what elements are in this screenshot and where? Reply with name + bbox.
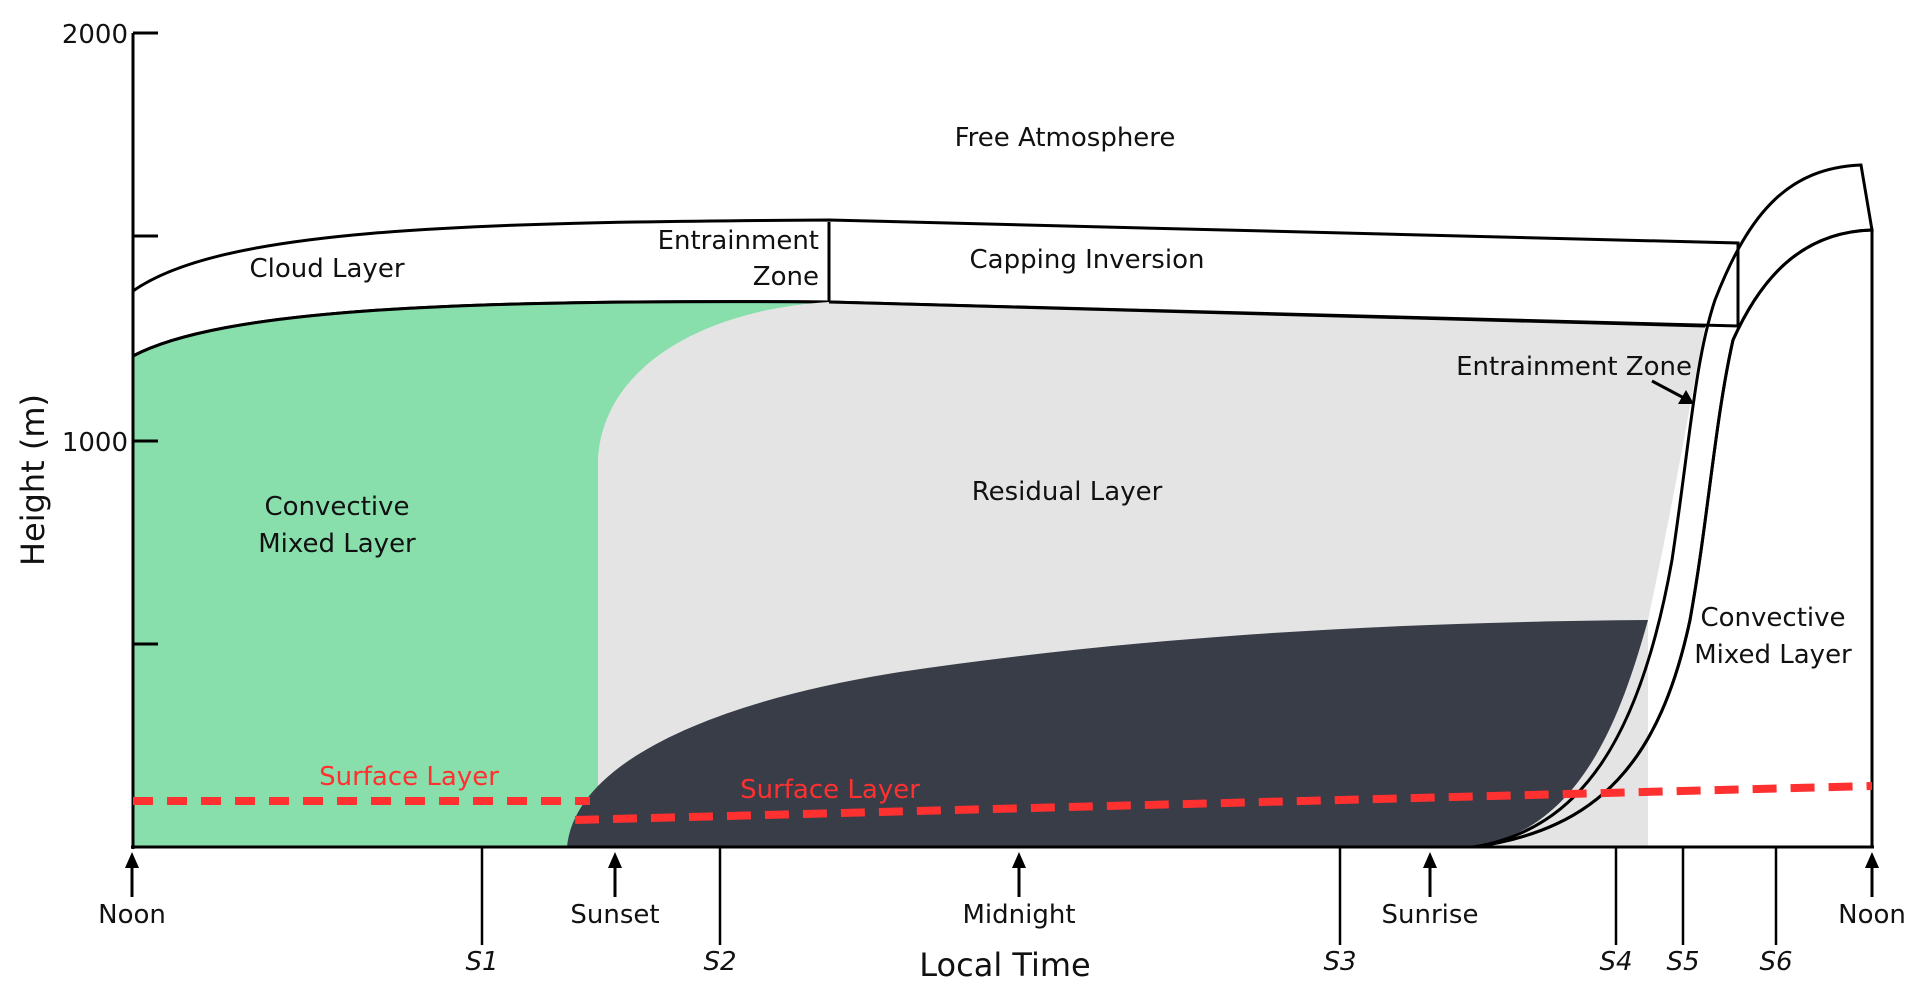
event-noon-end: Noon	[1838, 852, 1906, 930]
event-label: Sunrise	[1382, 900, 1479, 930]
free-atmosphere-label: Free Atmosphere	[955, 123, 1176, 153]
station-label: S5	[1666, 947, 1699, 977]
entrainment-zone-label-1: Entrainment	[658, 226, 819, 256]
surface-layer-label-day: Surface Layer	[319, 762, 499, 792]
event-label: Midnight	[962, 900, 1075, 930]
station-label: S6	[1759, 947, 1792, 977]
event-label: Sunset	[570, 900, 659, 930]
y-tick-label-1000: 1000	[62, 428, 128, 458]
residual-layer-label: Residual Layer	[972, 477, 1163, 507]
stable-boundary-layer	[567, 620, 1648, 847]
station-s6: S6	[1759, 847, 1793, 977]
event-label: Noon	[1838, 900, 1906, 930]
event-noon-start: Noon	[98, 852, 166, 930]
cml-right-label-2: Mixed Layer	[1694, 640, 1852, 670]
entrainment-zone-pointer-head	[1678, 390, 1694, 404]
cml-top-outline	[132, 300, 830, 358]
station-s4: S4	[1599, 847, 1633, 977]
station-s1: S1	[465, 847, 499, 977]
convective-mixed-layer-left	[133, 301, 829, 847]
event-sunset: Sunset	[570, 852, 660, 930]
residual-top-outline	[828, 300, 1706, 328]
station-label: S3	[1323, 947, 1356, 977]
station-s3: S3	[1323, 847, 1357, 977]
station-label: S4	[1599, 947, 1632, 977]
cml-left-label-1: Convective	[264, 492, 409, 522]
cml-right-label-1: Convective	[1700, 603, 1845, 633]
station-label: S1	[465, 947, 498, 977]
event-sunrise: Sunrise	[1382, 852, 1479, 930]
cml-left-label-2: Mixed Layer	[258, 529, 416, 559]
cloud-layer-label: Cloud Layer	[249, 254, 404, 284]
capping-inversion-label: Capping Inversion	[970, 245, 1205, 275]
station-s2: S2	[703, 847, 737, 977]
y-tick-label-2000: 2000	[62, 20, 128, 50]
event-label: Noon	[98, 900, 166, 930]
y-axis-label: Height (m)	[14, 394, 52, 566]
station-label: S2	[703, 947, 736, 977]
x-axis-label: Local Time	[919, 946, 1090, 984]
event-midnight: Midnight	[962, 852, 1076, 930]
station-s5: S5	[1666, 847, 1700, 977]
surface-layer-line-night	[574, 782, 1873, 824]
entrainment-zone-pointer	[1651, 379, 1685, 400]
entrainment-zone-right-label: Entrainment Zone	[1456, 352, 1692, 382]
entrainment-zone-label-2: Zone	[753, 262, 819, 292]
surface-layer-label-night: Surface Layer	[740, 775, 920, 805]
